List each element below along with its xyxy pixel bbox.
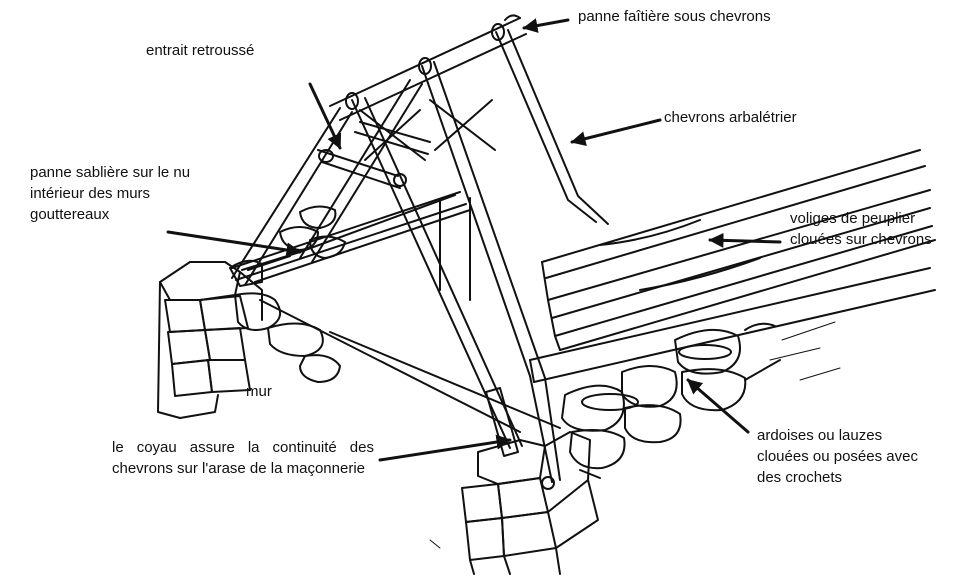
leader-arrows xyxy=(166,18,782,462)
wall-top-line xyxy=(259,299,561,433)
arrow-panne-sabliere xyxy=(166,230,302,258)
label-ardoises: ardoises ou lauzes clouées ou posées ave… xyxy=(757,427,918,486)
label-coyau: le coyau assure la continuité des chevro… xyxy=(112,439,374,477)
arrow-entrait xyxy=(308,82,342,150)
cross-bracing xyxy=(359,99,496,161)
wall-plate-beam xyxy=(231,191,467,281)
left-wall-stones xyxy=(157,261,341,419)
texture-lines xyxy=(429,321,841,549)
poplar-battens xyxy=(529,149,936,383)
collar-ties xyxy=(317,121,431,189)
label-panne-faitiere: panne faîtière sous chevrons xyxy=(578,8,771,25)
label-chevrons-arbaletrier: chevrons arbalétrier xyxy=(664,109,797,126)
label-mur: mur xyxy=(246,383,272,400)
front-rafters xyxy=(351,29,609,490)
arrow-chevrons-arbaletrier xyxy=(570,118,662,147)
slates xyxy=(561,322,781,479)
stones-behind xyxy=(229,205,346,287)
arrow-ardoises xyxy=(686,378,750,434)
arrow-coyau xyxy=(378,434,512,462)
ridge-purlin xyxy=(329,14,527,121)
label-panne-sabliere: panne sablière sur le nu intérieur des m… xyxy=(30,164,191,223)
label-voliges: voliges de peuplier clouées sur chevrons xyxy=(790,210,932,248)
arrow-panne-faitiere xyxy=(522,18,570,33)
arrow-voliges xyxy=(708,232,782,248)
right-pier-stones xyxy=(461,431,599,575)
gable-edge xyxy=(439,197,471,301)
label-entrait: entrait retroussé xyxy=(146,42,255,59)
